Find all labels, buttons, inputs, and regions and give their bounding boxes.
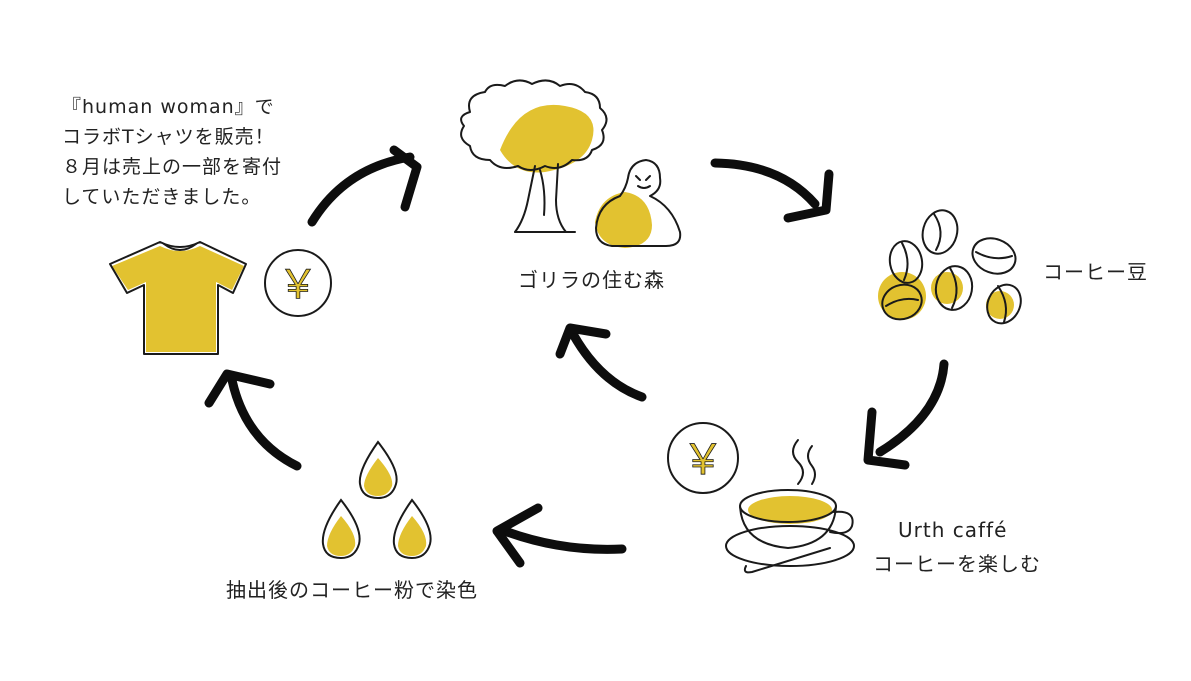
- cafe-desc-label: コーヒーを楽しむ: [873, 552, 1041, 576]
- cafe-name-label: Urth caffé: [898, 518, 1008, 542]
- arrow-cafe-to-forest: [555, 323, 647, 402]
- collab-note-line-1: 『human woman』で: [62, 96, 275, 118]
- arrow-cafe-to-dye: [492, 503, 627, 568]
- beans-label: コーヒー豆: [1043, 260, 1148, 284]
- collab-note-line-4: していただきました。: [62, 186, 262, 208]
- svg-text:￥: ￥: [278, 262, 318, 308]
- arrow-dye-to-tshirt: [204, 369, 302, 471]
- collab-note: 『human woman』で コラボTシャツを販売！ ８月は売上の一部を寄付 し…: [62, 92, 282, 212]
- svg-text:￥: ￥: [682, 435, 724, 484]
- arrow-forest-to-beans: [710, 158, 834, 223]
- forest-label: ゴリラの住む森: [518, 268, 665, 292]
- tree-icon: [460, 79, 608, 233]
- tshirt-icon: [109, 241, 247, 355]
- arrow-tshirt-to-forest: [307, 145, 422, 227]
- arrow-beans-to-cafe: [863, 359, 949, 470]
- collab-note-line-2: コラボTシャツを販売！: [62, 126, 275, 148]
- yen-coin-icon: ￥: [264, 249, 332, 317]
- dye-drops-icon: [321, 440, 432, 560]
- coffee-cup-icon: [725, 439, 855, 574]
- yen-coin-icon: ￥: [667, 422, 739, 494]
- collab-note-line-3: ８月は売上の一部を寄付: [62, 156, 283, 178]
- coffee-beans-icon: [878, 209, 1022, 325]
- gorilla-icon: [595, 159, 682, 248]
- dye-label: 抽出後のコーヒー粉で染色: [226, 578, 478, 602]
